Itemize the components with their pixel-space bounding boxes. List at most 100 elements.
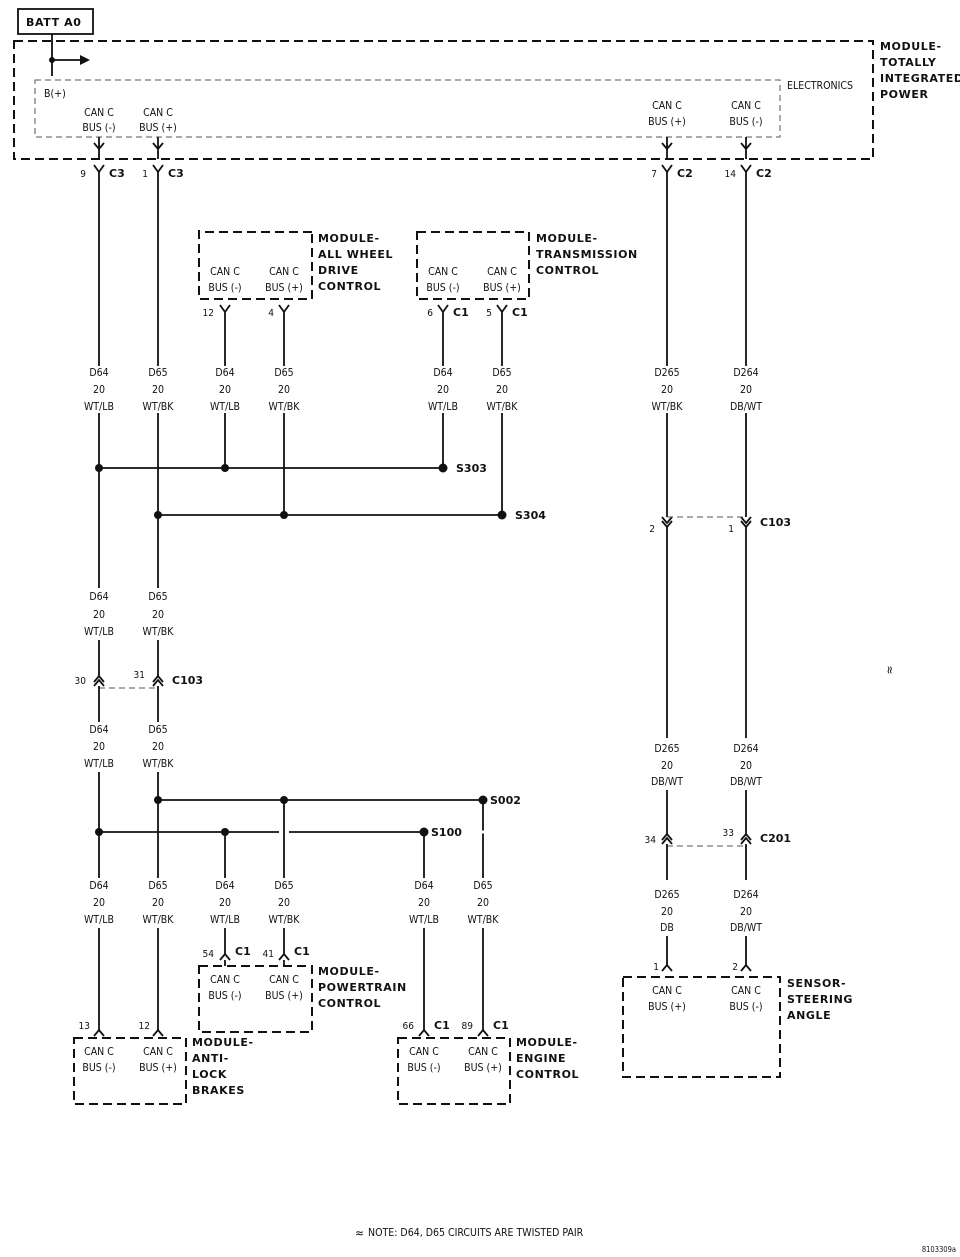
svg-text:WT/LB: WT/LB bbox=[428, 401, 458, 413]
sas-module-outline bbox=[622, 976, 781, 1078]
svg-text:D264: D264 bbox=[733, 367, 758, 379]
pcm-pin-54-label: CAN C BUS (-) bbox=[208, 974, 241, 1002]
tcm-title: MODULE- TRANSMISSION CONTROL bbox=[536, 232, 638, 277]
abs-pin-12: 12 bbox=[139, 1021, 150, 1032]
svg-text:20: 20 bbox=[93, 741, 105, 753]
svg-text:ALL WHEEL: ALL WHEEL bbox=[318, 248, 393, 261]
svg-text:BUS (-): BUS (-) bbox=[208, 282, 241, 294]
svg-text:POWER: POWER bbox=[880, 88, 929, 101]
ecm-c1-label-b: C1 bbox=[493, 1019, 509, 1032]
svg-text:BUS (-): BUS (-) bbox=[426, 282, 459, 294]
svg-text:BUS (-): BUS (-) bbox=[208, 990, 241, 1002]
svg-text:DB/WT: DB/WT bbox=[730, 776, 762, 788]
abs-module-outline bbox=[73, 1037, 187, 1105]
tcm-pin-6: 6 bbox=[427, 308, 433, 319]
svg-text:S100: S100 bbox=[431, 826, 462, 839]
tipm-c3-label-a: C3 bbox=[109, 167, 125, 180]
ecm-pin-66: 66 bbox=[403, 1021, 415, 1032]
connector-c103-left: 30 31 C103 bbox=[75, 670, 203, 689]
svg-text:WT/LB: WT/LB bbox=[84, 626, 114, 638]
tcm-module-outline bbox=[416, 231, 530, 300]
svg-text:D64: D64 bbox=[433, 367, 452, 379]
ecm-title: MODULE- ENGINE CONTROL bbox=[516, 1036, 579, 1081]
footnote: ≈ NOTE: D64, D65 CIRCUITS ARE TWISTED PA… bbox=[355, 1226, 584, 1240]
tipm-c2-label-b: C2 bbox=[756, 167, 772, 180]
svg-text:D265: D265 bbox=[654, 367, 679, 379]
svg-text:20: 20 bbox=[418, 897, 430, 909]
svg-text:D264: D264 bbox=[733, 743, 758, 755]
awd-pin-12: 12 bbox=[203, 308, 214, 319]
svg-text:BRAKES: BRAKES bbox=[192, 1084, 245, 1097]
ecm-c1-label-a: C1 bbox=[434, 1019, 450, 1032]
sas-pin-2: 2 bbox=[732, 962, 738, 973]
svg-text:20: 20 bbox=[740, 906, 752, 918]
svg-text:ANGLE: ANGLE bbox=[787, 1009, 831, 1022]
svg-text:CAN C: CAN C bbox=[84, 107, 114, 119]
svg-text:20: 20 bbox=[496, 384, 508, 396]
svg-text:WT/BK: WT/BK bbox=[143, 401, 175, 413]
svg-text:BUS (-): BUS (-) bbox=[407, 1062, 440, 1074]
svg-text:WT/BK: WT/BK bbox=[468, 914, 500, 926]
svg-text:CAN C: CAN C bbox=[731, 985, 761, 997]
svg-text:D264: D264 bbox=[733, 889, 758, 901]
splice-s100: S100 bbox=[95, 826, 462, 839]
tipm-c3-label-b: C3 bbox=[168, 167, 184, 180]
svg-text:BUS (-): BUS (-) bbox=[82, 1062, 115, 1074]
tipm-pin-9: CAN C BUS (-) bbox=[82, 107, 115, 134]
svg-text:S002: S002 bbox=[490, 794, 521, 807]
tipm-c2-pin-7: 7 bbox=[651, 169, 657, 180]
svg-text:20: 20 bbox=[477, 897, 489, 909]
svg-text:WT/LB: WT/LB bbox=[84, 401, 114, 413]
connector-c103-right: 2 1 C103 bbox=[649, 516, 791, 535]
arrow-right-icon bbox=[80, 55, 90, 65]
svg-text:D64: D64 bbox=[89, 880, 108, 892]
svg-text:D65: D65 bbox=[473, 880, 492, 892]
tipm-title: MODULE- TOTALLY INTEGRATED POWER bbox=[880, 40, 960, 101]
svg-text:BUS (+): BUS (+) bbox=[265, 282, 303, 294]
svg-text:WT/BK: WT/BK bbox=[269, 401, 301, 413]
svg-text:20: 20 bbox=[278, 384, 290, 396]
svg-text:D65: D65 bbox=[148, 880, 167, 892]
svg-text:MODULE-: MODULE- bbox=[192, 1036, 254, 1049]
svg-text:D65: D65 bbox=[274, 880, 293, 892]
svg-text:33: 33 bbox=[723, 828, 734, 839]
svg-text:BUS (+): BUS (+) bbox=[648, 1001, 686, 1013]
svg-text:SENSOR-: SENSOR- bbox=[787, 977, 846, 990]
svg-text:CONTROL: CONTROL bbox=[318, 997, 381, 1010]
svg-text:CAN C: CAN C bbox=[210, 266, 240, 278]
svg-text:CAN C: CAN C bbox=[143, 107, 173, 119]
svg-text:D65: D65 bbox=[274, 367, 293, 379]
svg-text:MODULE-: MODULE- bbox=[880, 40, 942, 53]
svg-text:S303: S303 bbox=[456, 462, 487, 475]
svg-text:ENGINE: ENGINE bbox=[516, 1052, 566, 1065]
sas-pin-1-label: CAN C BUS (+) bbox=[648, 985, 686, 1013]
svg-text:INTEGRATED: INTEGRATED bbox=[880, 72, 960, 85]
svg-text:BUS (+): BUS (+) bbox=[648, 116, 686, 128]
pcm-c1-label-a: C1 bbox=[235, 945, 251, 958]
svg-text:DB/WT: DB/WT bbox=[730, 922, 762, 934]
svg-text:DB/WT: DB/WT bbox=[651, 776, 683, 788]
svg-text:CAN C: CAN C bbox=[731, 100, 761, 112]
svg-text:WT/BK: WT/BK bbox=[269, 914, 301, 926]
svg-text:20: 20 bbox=[437, 384, 449, 396]
svg-text:BUS (-): BUS (-) bbox=[82, 122, 115, 134]
tcm-pin-5: 5 bbox=[486, 308, 492, 319]
svg-text:20: 20 bbox=[152, 609, 164, 621]
svg-text:TRANSMISSION: TRANSMISSION bbox=[536, 248, 638, 261]
svg-text:S304: S304 bbox=[515, 509, 546, 522]
connector-c201: 34 33 C201 bbox=[645, 828, 791, 847]
tipm-module-outline bbox=[13, 40, 874, 160]
splice-s303: S303 bbox=[95, 462, 487, 475]
svg-text:MODULE-: MODULE- bbox=[536, 232, 598, 245]
